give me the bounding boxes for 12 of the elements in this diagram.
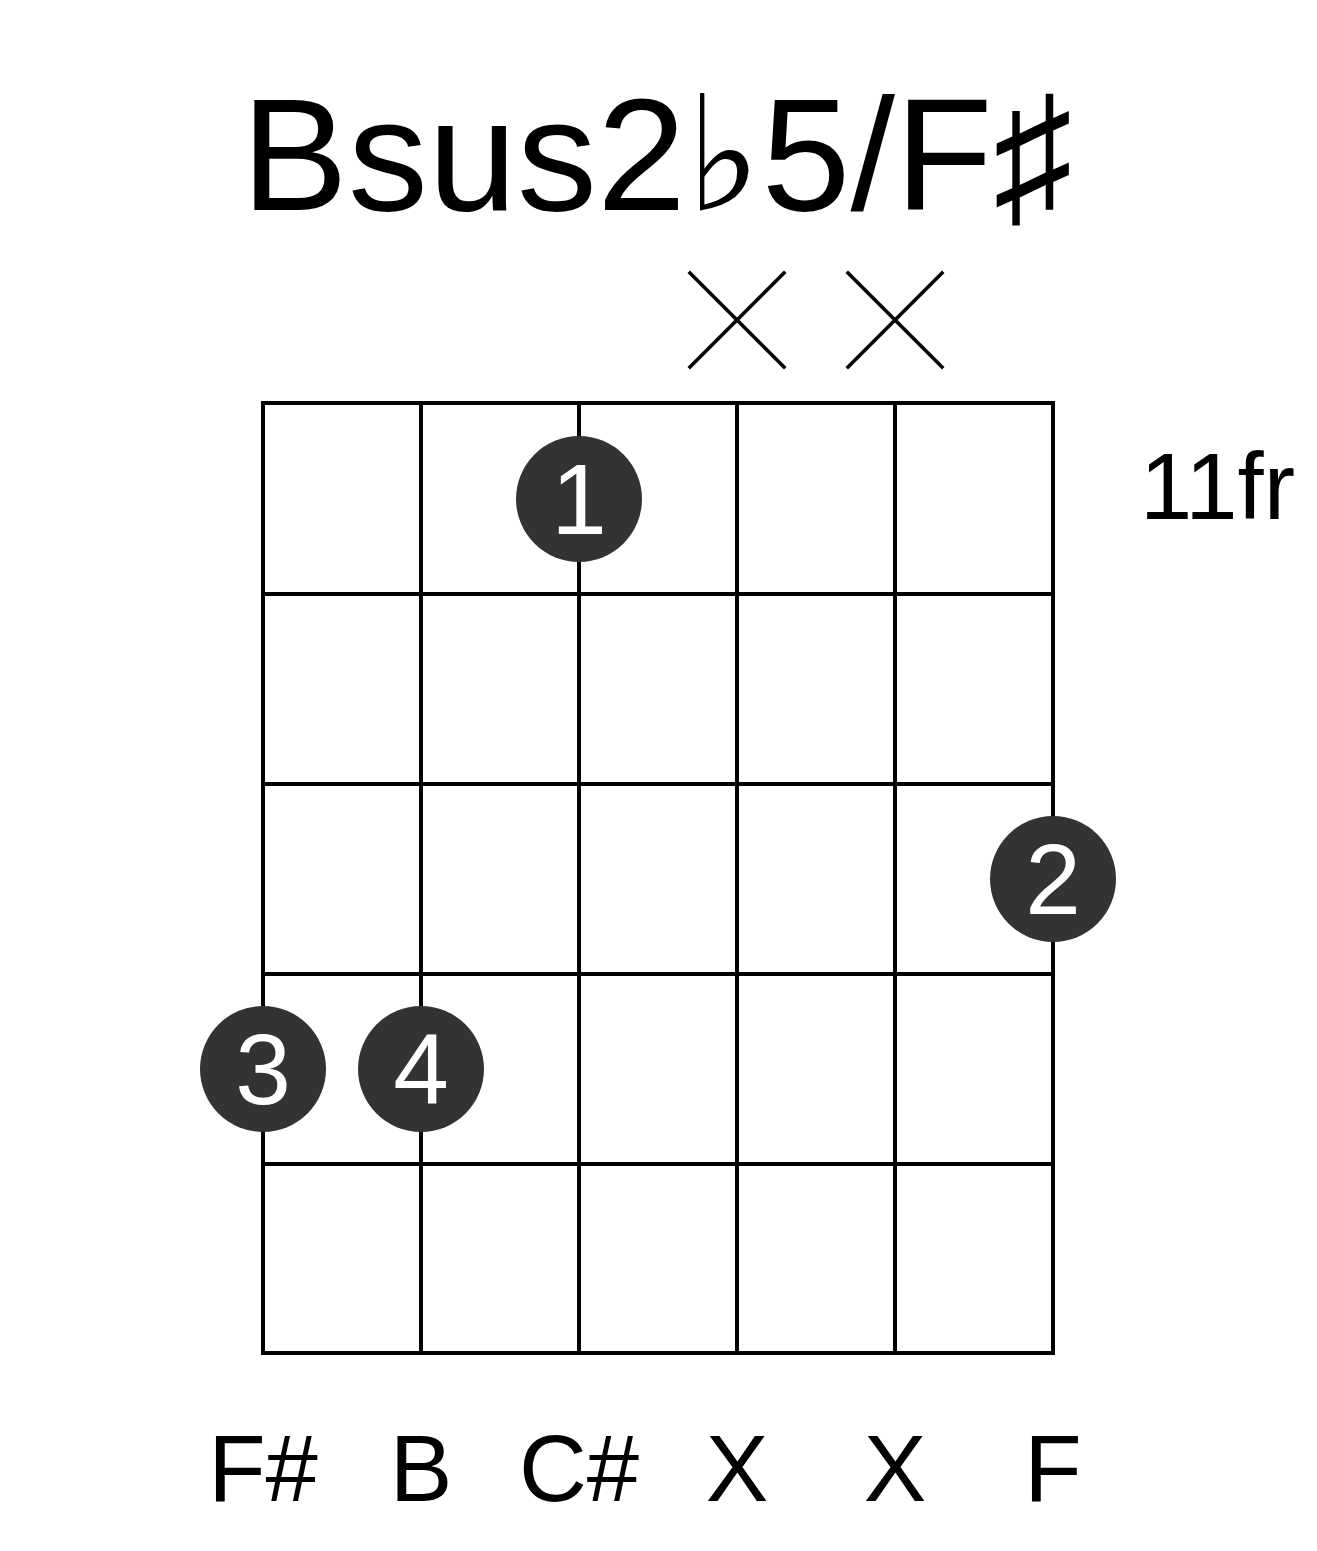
finger-number: 4 (393, 1019, 449, 1119)
string-note-label: B (389, 1422, 453, 1516)
string-note-label: X (705, 1422, 769, 1516)
string-note-label: F# (208, 1422, 318, 1516)
finger-number: 3 (235, 1019, 291, 1119)
string-note-label: X (863, 1422, 927, 1516)
finger-number: 1 (551, 449, 607, 549)
string-note-label: F (1024, 1422, 1082, 1516)
chord-title: Bsus2♭5/F♯ (241, 75, 1073, 235)
string-note-label: C# (518, 1422, 640, 1516)
finger-number: 2 (1025, 829, 1081, 929)
fret-position-label: 11fr (1140, 440, 1295, 534)
